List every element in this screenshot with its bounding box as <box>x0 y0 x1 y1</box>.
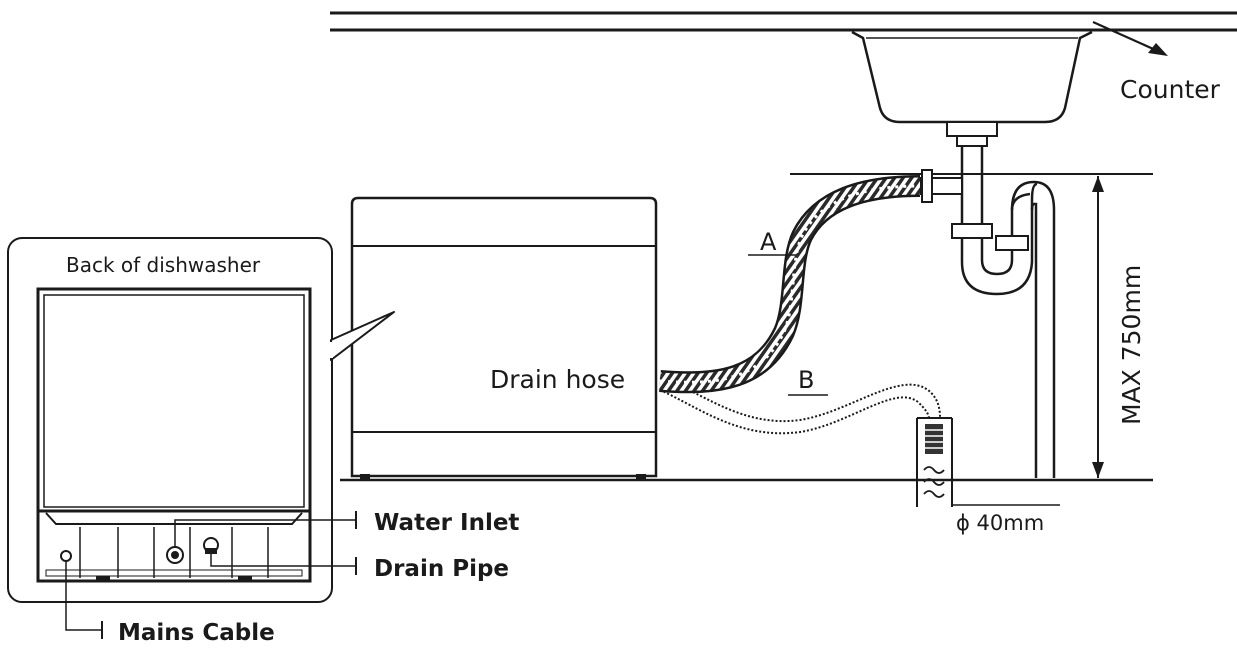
sink-basin <box>851 30 1093 124</box>
drain-hose-b <box>659 377 941 435</box>
p-trap <box>951 180 1056 478</box>
dishwasher-body <box>350 196 658 480</box>
max-height-dimension <box>1092 176 1104 478</box>
hose-a-label: A <box>760 228 777 256</box>
water-inlet-port <box>166 546 184 564</box>
counter <box>330 11 1237 32</box>
water-inlet-label: Water Inlet <box>374 510 519 536</box>
drain-pipe-port <box>203 537 219 554</box>
dishwasher-back-panel <box>36 287 312 583</box>
mains-cable-leader <box>65 561 103 639</box>
hose-b-label: B <box>798 366 814 394</box>
counter-label: Counter <box>1120 75 1221 104</box>
drain-pipe-leader <box>210 552 357 575</box>
floor-drain-pipe <box>916 417 1060 507</box>
mains-cable-port <box>60 550 72 562</box>
pipe-diameter-label: ϕ 40mm <box>956 511 1044 535</box>
drain-hose-label: Drain hose <box>490 365 625 394</box>
drain-pipe-label: Drain Pipe <box>374 556 509 582</box>
back-of-dishwasher-label: Back of dishwasher <box>66 253 261 277</box>
max-height-label: MAX 750mm <box>1117 265 1146 425</box>
water-inlet-leader <box>174 511 357 547</box>
counter-arrow <box>1092 20 1168 56</box>
drain-hose-a <box>659 175 921 394</box>
mains-cable-label: Mains Cable <box>118 620 275 646</box>
